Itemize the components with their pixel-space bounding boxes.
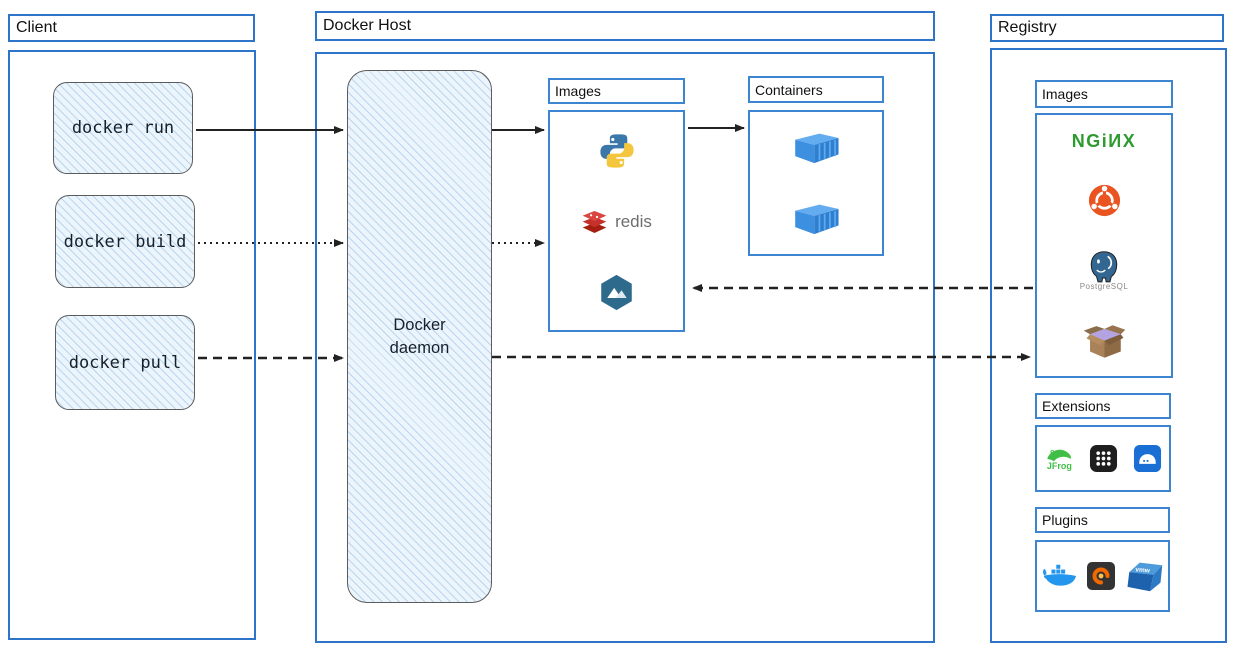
host-images-panel-title: Images <box>548 78 685 104</box>
container-icon <box>790 201 842 236</box>
docker-build-box: docker build <box>55 195 195 288</box>
client-section-title: Client <box>8 14 255 42</box>
docker-host-section-title: Docker Host <box>315 11 935 41</box>
docker-pull-box: docker pull <box>55 315 195 410</box>
docker-pull-label: docker pull <box>68 352 182 373</box>
containers-title-label: Containers <box>755 81 823 98</box>
python-icon <box>598 132 636 170</box>
host-images-title-label: Images <box>555 83 601 99</box>
ubuntu-icon <box>1088 184 1121 217</box>
app-grid-icon <box>1089 444 1118 473</box>
redis-icon <box>581 209 608 235</box>
docker-host-title-label: Docker Host <box>323 17 412 34</box>
vmware-icon: vmw <box>1124 560 1164 593</box>
disk-app-icon <box>1133 444 1162 473</box>
alpine-icon <box>598 274 635 311</box>
grafana-icon <box>1086 561 1116 591</box>
containers-panel-title: Containers <box>748 76 884 103</box>
docker-build-label: docker build <box>63 231 187 252</box>
docker-run-label: docker run <box>71 118 175 138</box>
docker-whale-icon <box>1041 562 1078 590</box>
vmware-label: vmw <box>1135 566 1151 574</box>
jfrog-logo: JFrog <box>1044 446 1074 471</box>
host-images-panel: redis <box>548 110 685 332</box>
docker-daemon-label: Docker daemon <box>389 316 450 357</box>
postgresql-label: PostgreSQL <box>1079 281 1129 291</box>
registry-images-panel: NGiИX <box>1035 113 1173 378</box>
extensions-panel: JFrog <box>1035 425 1171 492</box>
extensions-title-label: Extensions <box>1042 398 1111 414</box>
docker-run-box: docker run <box>53 82 193 174</box>
redis-label: redis <box>615 211 652 231</box>
containers-panel <box>748 110 884 256</box>
plugins-title-label: Plugins <box>1042 512 1088 528</box>
jfrog-label: JFrog <box>1046 461 1072 471</box>
nginx-logo: NGiИX <box>1071 131 1137 152</box>
postgresql-logo: PostgreSQL <box>1080 250 1129 291</box>
container-icon <box>790 130 842 165</box>
package-box-icon <box>1081 323 1128 360</box>
docker-daemon-box: Docker daemon <box>347 70 492 603</box>
registry-section-title: Registry <box>990 14 1224 42</box>
plugins-panel-title: Plugins <box>1035 507 1170 533</box>
extensions-panel-title: Extensions <box>1035 393 1171 419</box>
jfrog-icon <box>1044 446 1074 465</box>
registry-images-title-label: Images <box>1042 86 1088 102</box>
postgresql-icon <box>1087 250 1121 284</box>
registry-title-label: Registry <box>998 19 1057 36</box>
registry-images-panel-title: Images <box>1035 80 1173 108</box>
plugins-panel: vmw <box>1035 540 1170 612</box>
client-title-label: Client <box>16 19 57 36</box>
redis-logo: redis <box>581 209 652 235</box>
